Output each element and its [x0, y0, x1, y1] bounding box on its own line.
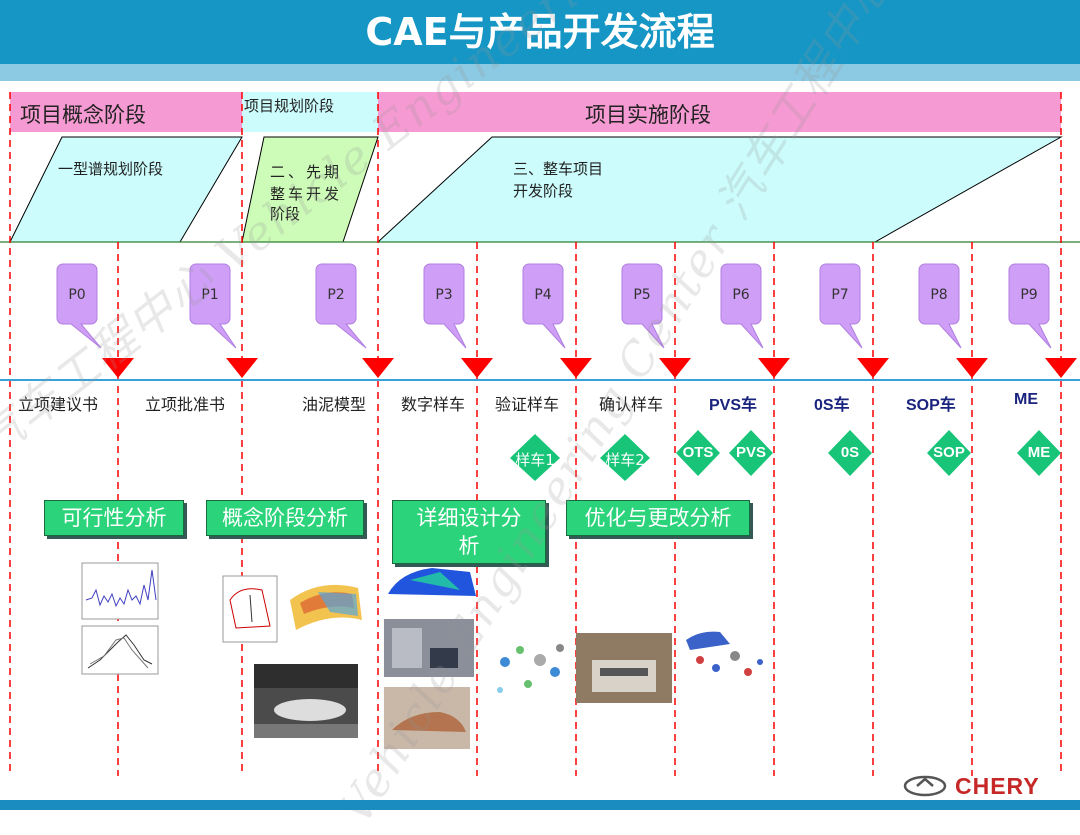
- diamond-label-ots: OTS: [682, 444, 714, 461]
- gate-bubble-p2: [315, 263, 367, 349]
- lab-photo-thumbnail: [384, 619, 474, 677]
- brand-logo-text: CHERY: [955, 773, 1040, 799]
- chery-logo-mark: [903, 775, 947, 797]
- diamond-label-pvs: PVS: [735, 444, 766, 461]
- gate-marker-p4: [560, 358, 592, 378]
- gate-label-p8: P8: [930, 287, 948, 303]
- chart-thumbnail-1: [81, 562, 159, 620]
- gate-label-p4: P4: [534, 287, 552, 303]
- assembly-parts-thumbnail: [686, 631, 763, 676]
- diamond-ots: [676, 430, 720, 476]
- pre-vehicle-phase-line3: 阶段: [270, 205, 301, 223]
- concept-analysis-box: 概念阶段分析: [206, 500, 364, 536]
- milestone-proposal: 立项建议书: [18, 395, 99, 414]
- diamond-label-sample1: 样车1: [515, 451, 555, 469]
- milestone-clay-model: 油泥模型: [302, 395, 367, 414]
- diamond-me: [1017, 430, 1061, 476]
- milestone-sop: SOP车: [906, 397, 956, 414]
- gate-bubble-p6: [720, 263, 764, 349]
- gate-label-p5: P5: [633, 287, 651, 303]
- pre-vehicle-phase-line1: 二、先期: [270, 163, 343, 181]
- concept-sketch-thumbnail: [222, 575, 278, 643]
- gate-label-p6: P6: [732, 287, 750, 303]
- diamond-0s: [828, 430, 872, 476]
- diamond-sop: [927, 430, 971, 476]
- gate-label-p2: P2: [327, 287, 345, 303]
- spectrum-phase-label: 一型谱规划阶段: [58, 160, 164, 178]
- process-diagram: [0, 92, 1080, 797]
- implementation-phase-bar: [378, 92, 1061, 132]
- diamond-sample1: [510, 434, 560, 481]
- body-in-white-thumbnail: [384, 565, 476, 605]
- implementation-phase-label: 项目实施阶段: [585, 103, 711, 127]
- diamond-label-sample2: 样车2: [605, 451, 645, 469]
- gate-marker-p0: [102, 358, 134, 378]
- clay-model-photo-thumbnail: [254, 664, 358, 738]
- gate-bubble-p0: [56, 263, 102, 349]
- gate-bubble-p5: [621, 263, 665, 349]
- diamond-label-sop: SOP: [933, 444, 965, 461]
- component-explosion-thumbnail: [497, 644, 564, 693]
- detailed-design-analysis-box: 详细设计分析: [392, 500, 546, 564]
- feasibility-analysis-box: 可行性分析: [44, 500, 184, 536]
- gate-bubble-p1: [189, 263, 237, 349]
- milestone-me: ME: [1014, 391, 1038, 408]
- gate-label-p9: P9: [1020, 287, 1038, 303]
- gate-label-p1: P1: [201, 287, 219, 303]
- vehicle-project-phase-line1: 三、整车项目: [513, 160, 604, 178]
- gate-marker-p8: [956, 358, 988, 378]
- gate-marker-p2: [362, 358, 394, 378]
- diamond-pvs: [729, 430, 773, 476]
- gate-marker-p1: [226, 358, 258, 378]
- prototype-car-photo-thumbnail: [576, 633, 672, 703]
- gate-marker-p5: [659, 358, 691, 378]
- header-bar: [0, 0, 1080, 64]
- milestone-0s: 0S车: [814, 397, 850, 414]
- vehicle-project-phase-line2: 开发阶段: [513, 182, 574, 200]
- header-strip: [0, 64, 1080, 81]
- milestone-pvs: PVS车: [709, 397, 758, 414]
- gate-label-p0: P0: [68, 287, 86, 303]
- gate-marker-p9: [1045, 358, 1077, 378]
- footer-strip: [0, 800, 1080, 810]
- gate-bubble-p8: [918, 263, 962, 349]
- gate-bubble-p7: [819, 263, 863, 349]
- planning-phase-bar: [242, 92, 378, 132]
- page-title: CAE与产品开发流程: [365, 10, 715, 54]
- concept-phase-label: 项目概念阶段: [20, 103, 146, 127]
- gate-marker-p3: [461, 358, 493, 378]
- milestone-digital-prototype: 数字样车: [401, 395, 466, 414]
- gate-marker-p7: [857, 358, 889, 378]
- gate-marker-p6: [758, 358, 790, 378]
- milestone-confirmation-prototype: 确认样车: [599, 395, 664, 414]
- gate-bubble-p4: [522, 263, 566, 349]
- clay-car-photo-thumbnail: [384, 687, 470, 749]
- chart-thumbnail-2: [81, 625, 159, 675]
- gate-bubble-p3: [423, 263, 467, 349]
- optimization-analysis-box: 优化与更改分析: [566, 500, 750, 536]
- diamond-label-me: ME: [1027, 444, 1051, 461]
- fea-model-thumbnail: [290, 584, 362, 630]
- gate-label-p3: P3: [435, 287, 453, 303]
- diamond-label-0s: 0S: [840, 444, 860, 461]
- gate-label-p7: P7: [831, 287, 849, 303]
- pre-vehicle-phase-line2: 整车开发: [270, 185, 343, 203]
- concept-phase-bar: [10, 92, 242, 132]
- planning-phase-label: 项目规划阶段: [244, 97, 335, 115]
- diamond-sample2: [600, 434, 650, 481]
- milestone-verification-prototype: 验证样车: [495, 395, 560, 414]
- gate-bubble-p9: [1008, 263, 1052, 349]
- milestone-approval: 立项批准书: [145, 395, 226, 414]
